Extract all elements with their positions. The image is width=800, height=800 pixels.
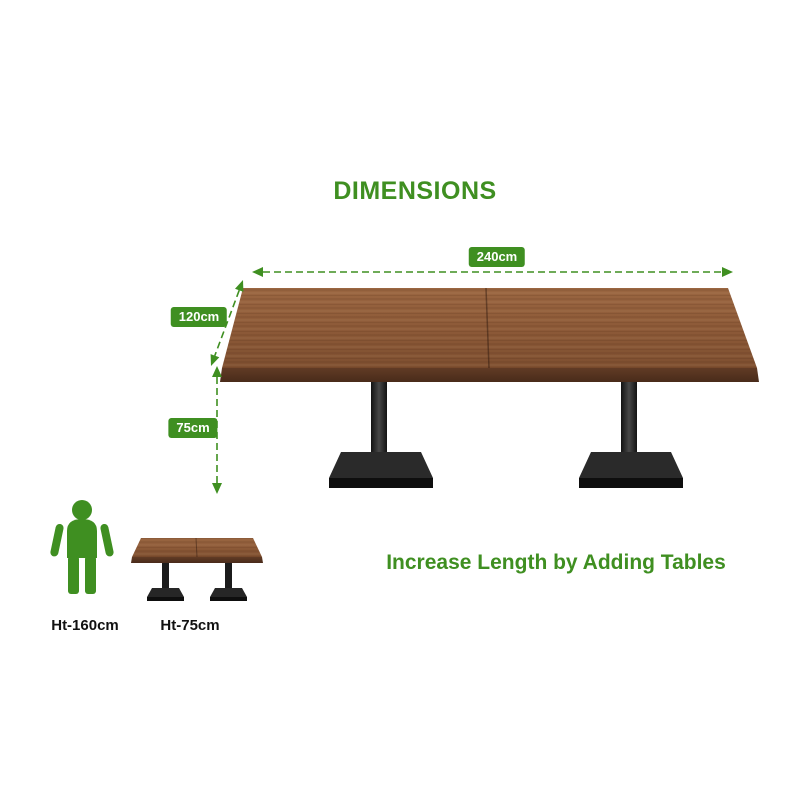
table-height-label: Ht-75cm: [160, 617, 220, 634]
page-title: DIMENSIONS: [333, 177, 497, 205]
person-height-label: Ht-160cm: [51, 617, 119, 634]
small-table-illustration: [131, 537, 263, 601]
table-leg-left: [371, 382, 387, 456]
table-base-right-top: [579, 452, 683, 478]
table-front-edge: [220, 368, 759, 382]
depth-dimension-badge: 120cm: [170, 307, 228, 327]
table-base-left-edge: [329, 478, 433, 488]
height-dimension-badge: 75cm: [168, 418, 218, 438]
depth-dimension-arrow: [210, 280, 244, 366]
table-top-seam: [485, 287, 490, 369]
width-dimension-arrow: [252, 267, 733, 277]
table-top-grain: [222, 288, 757, 368]
table-base-right-edge: [579, 478, 683, 488]
table-leg-right: [621, 382, 637, 456]
person-icon: [50, 500, 114, 594]
table-base-left-top: [329, 452, 433, 478]
conference-table-illustration: [220, 287, 759, 488]
length-dimension-badge: 240cm: [468, 247, 526, 267]
add-tables-note: Increase Length by Adding Tables: [386, 551, 726, 574]
height-dimension-arrow: [212, 366, 222, 494]
